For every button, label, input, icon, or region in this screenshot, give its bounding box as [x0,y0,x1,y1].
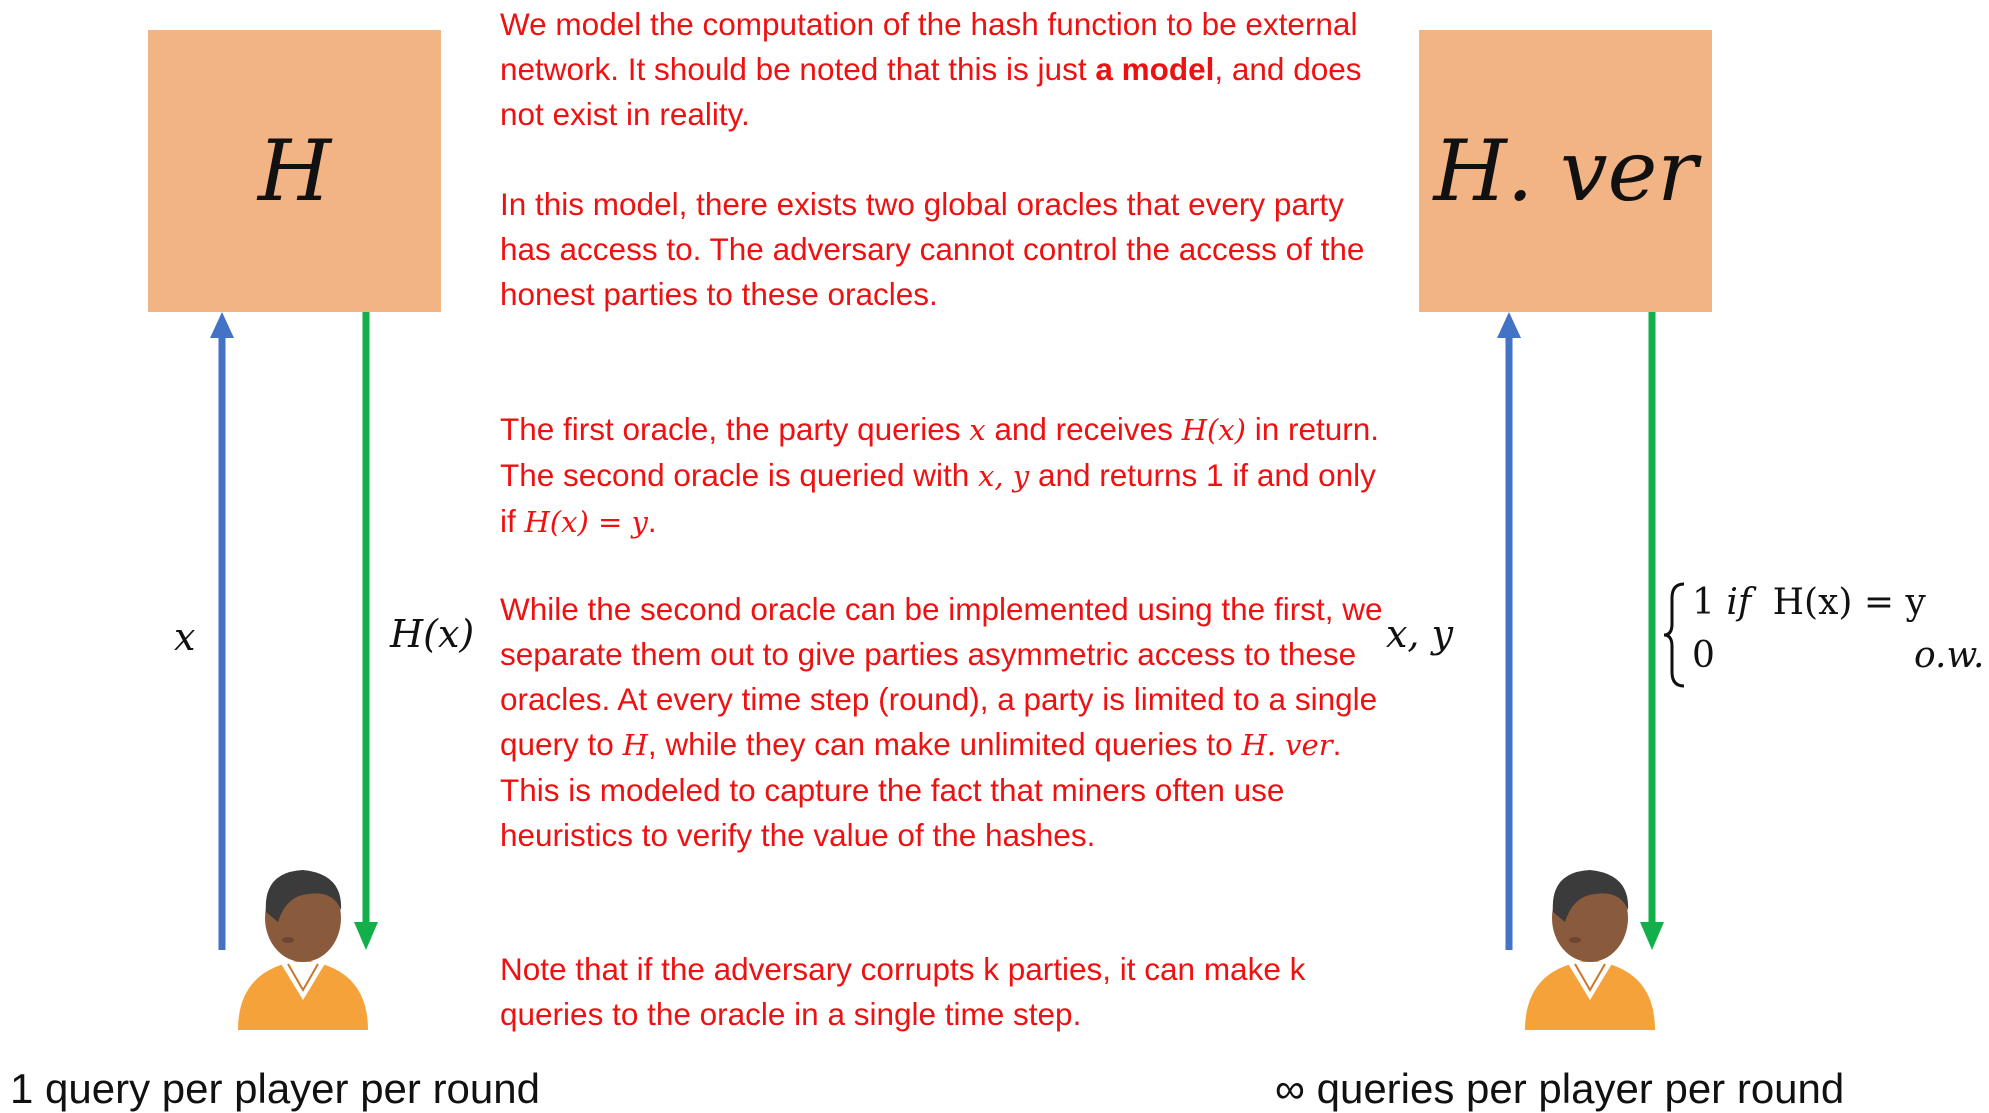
case-row-2: 0 o.w. [1692,635,1985,676]
left-response-label: H(x) [390,612,475,656]
p3-text-c: in return. The second oracle is queried … [500,411,1380,493]
p4-text-c: . This is modeled to capture the fact th… [500,726,1342,853]
right-response-cases: 1 if H(x) = y 0 o.w. [1660,580,1989,690]
oracle-h-label: H [257,122,332,220]
left-query-label: x [174,615,196,659]
p3-text-b: and receives [985,411,1182,447]
p3-math-x: x [969,413,986,447]
p1-text-b: , and does not exist in reality. [500,51,1362,132]
case1-value: 1 [1692,582,1715,623]
left-query-arrowhead [210,312,234,338]
p3-text-a: The first oracle, the party queries [500,411,970,447]
p3-text-d: and returns 1 if and only if [500,457,1376,539]
p3-text-e: . [647,503,657,539]
p3-math-xy: x, y [978,459,1030,493]
oracle-h-box: H [148,30,441,312]
p3-math-eq: H(x) = y [524,505,648,539]
p1-bold: a model [1095,51,1215,87]
paragraph-adversary: Note that if the adversary corrupts k pa… [500,951,1306,1032]
left-player-icon [238,870,368,1030]
paragraph-asymmetric: While the second oracle can be implement… [500,587,1390,858]
right-response-arrowhead [1640,922,1664,950]
left-response-arrowhead [354,922,378,950]
case1-expr: H(x) = y [1772,582,1926,623]
p4-text-b: , while they can make unlimited queries … [647,726,1242,762]
right-caption: ∞ queries per player per round [1275,1065,1845,1112]
p4-math-hver: H. ver [1241,728,1333,762]
paragraph-first-oracle: The first oracle, the party queries x an… [500,407,1400,545]
p4-math-h: H [622,728,648,762]
paragraph-oracles: In this model, there exists two global o… [500,186,1365,312]
right-player-icon [1525,870,1655,1030]
paragraph-model: We model the computation of the hash fun… [500,2,1400,137]
p4-text-a: While the second oracle can be implement… [500,591,1383,762]
right-query-arrowhead [1497,312,1521,338]
left-caption: 1 query per player per round [10,1065,540,1112]
oracle-hver-label: H. ver [1433,122,1698,220]
case2-cond: o.w. [1914,635,1985,676]
case2-value: 0 [1692,635,1715,676]
p1-text-a: We model the computation of the hash fun… [500,6,1358,87]
oracle-hver-box: H. ver [1419,30,1712,312]
case-row-1: 1 if H(x) = y [1692,582,1926,623]
case1-cond: if [1726,582,1752,623]
p3-math-hx: H(x) [1181,413,1246,447]
left-brace-icon [1663,582,1685,688]
right-query-label: x, y [1386,612,1454,656]
